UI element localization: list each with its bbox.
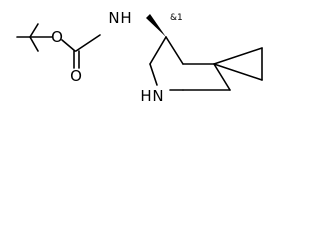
stereo-wedge-bond (146, 14, 166, 37)
bond-ring-c3-c4 (213, 63, 231, 91)
carbonyl-oxygen-label: O (70, 67, 82, 85)
ester-oxygen-label: O (51, 28, 63, 46)
bond-ring-c1-c2 (165, 36, 184, 65)
bond-cyclopropane-b (213, 63, 263, 81)
amide-nitrogen-label: N (108, 9, 119, 27)
bond-tbu-methyl-bottom (29, 36, 39, 52)
bond-carbonyl-to-amide-n (75, 34, 101, 52)
chemical-structure: O O N H N H &1 (16, 9, 263, 105)
bond-tbu-methyl-top (29, 23, 39, 38)
ring-hydrogen-label: H (140, 87, 151, 105)
amide-hydrogen-label: H (120, 9, 131, 27)
stereo-descriptor: &1 (170, 13, 183, 23)
bond-ester-o-to-carbonyl (61, 39, 76, 52)
ring-nitrogen-label: N (152, 87, 163, 105)
bond-cyclopropane-a (213, 47, 263, 65)
bond-ring-c6-c1 (149, 36, 167, 65)
bond-ring-n-c6 (149, 63, 158, 86)
